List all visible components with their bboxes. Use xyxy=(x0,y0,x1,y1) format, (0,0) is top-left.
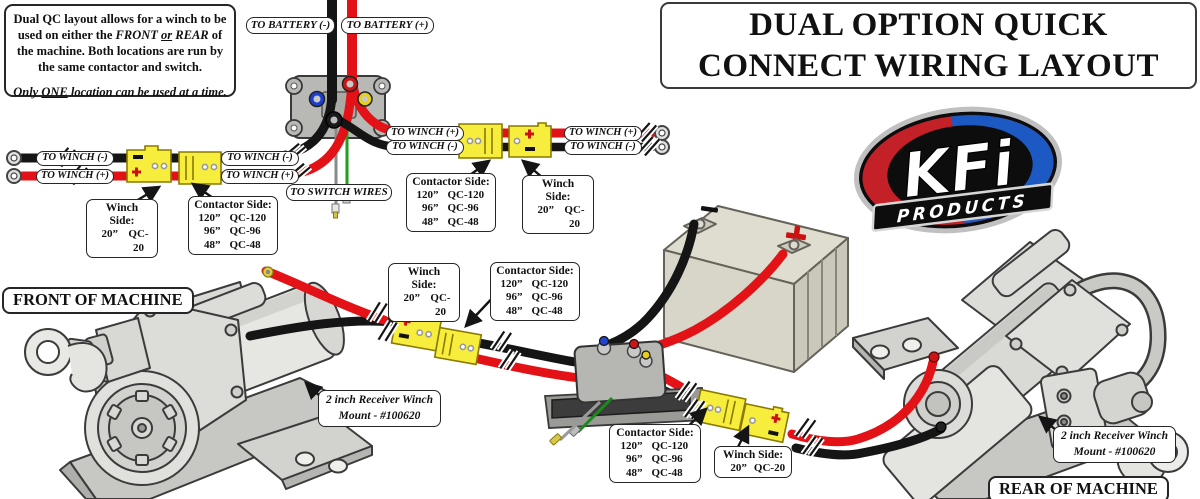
connector-minus-mark xyxy=(133,155,143,159)
mount-label-line-1: 2 inch Receiver Winch xyxy=(326,394,434,406)
to-winch-pos-label: TO WINCH (+) xyxy=(386,126,464,141)
front-winch-illustration xyxy=(24,281,373,499)
contactor-side-label-box: Contactor Side: 120” QC-120 96” QC-96 48” Q… xyxy=(609,424,701,483)
part-number: QC-96 xyxy=(531,291,563,304)
cable-length: 48” xyxy=(422,215,439,228)
mount-label-line-1: 2 inch Receiver Winch xyxy=(1061,430,1169,442)
receiver-mount-label: 2 inch Receiver Winch Mount - #100620 xyxy=(318,390,442,428)
info-text-segment: Dual QC layout allows for a winch to be … xyxy=(13,12,227,42)
contactor-top-terminals xyxy=(308,75,373,129)
cable-length: 120” xyxy=(500,278,523,291)
front-of-machine-label: FRONT OF MACHINE xyxy=(2,287,194,314)
to-winch-neg-label: TO WINCH (-) xyxy=(564,140,642,155)
cable-length: 48” xyxy=(506,304,523,317)
to-switch-wires-label: TO SWITCH WIRES xyxy=(286,184,392,201)
info-note-box: Dual QC layout allows for a winch to be … xyxy=(4,4,236,100)
contactor-side-title: Contactor Side: xyxy=(412,176,490,188)
info-text-segment: or xyxy=(161,28,173,42)
connector-plus-mark xyxy=(525,129,534,139)
part-number: QC-96 xyxy=(229,225,261,238)
part-number: QC-120 xyxy=(531,278,569,291)
part-number: QC-120 xyxy=(447,189,485,202)
part-number: QC-96 xyxy=(447,202,479,215)
part-number: QC-120 xyxy=(651,440,689,453)
winch-side-title: Winch Side: xyxy=(105,202,139,228)
cable-length: 120” xyxy=(416,189,439,202)
contactor-side-title: Contactor Side: xyxy=(496,265,574,277)
contactor-side-label-box: Contactor Side: 120” QC-120 96” QC-96 48” Q… xyxy=(490,262,580,321)
cable-length: 48” xyxy=(204,238,221,251)
part-number: QC-20 xyxy=(753,462,786,475)
winch-side-title: Winch Side: xyxy=(722,449,784,461)
cable-length: 120” xyxy=(198,212,221,225)
to-winch-neg-label: TO WINCH (-) xyxy=(221,151,299,166)
cable-length: 20” xyxy=(537,204,555,217)
info-text-segment: Only xyxy=(13,85,42,99)
page-title: DUAL OPTION QUICK CONNECT WIRING LAYOUT xyxy=(660,2,1197,89)
cable-length: 96” xyxy=(204,225,221,238)
part-number: QC-20 xyxy=(128,228,149,254)
to-battery-neg-label: TO BATTERY (-) xyxy=(246,17,335,34)
connector-minus-mark xyxy=(525,147,535,151)
part-number: QC-96 xyxy=(651,453,683,466)
cable-length: 20” xyxy=(403,292,421,305)
battery-negative-mark xyxy=(700,206,719,213)
info-text-segment: of the machine. Both locations are run b… xyxy=(16,28,224,74)
quick-connectors-top xyxy=(126,122,552,185)
to-winch-pos-label: TO WINCH (+) xyxy=(221,169,299,184)
contactor-side-title: Contactor Side: xyxy=(616,427,694,439)
cable-length: 48” xyxy=(626,466,643,479)
receiver-mount-label: 2 inch Receiver Winch Mount - #100620 xyxy=(1053,426,1177,464)
winch-side-title: Winch Side: xyxy=(541,178,575,204)
info-text-segment: ONE xyxy=(41,85,68,99)
contactor-side-label-box: Contactor Side: 120” QC-120 96” QC-96 48” Q… xyxy=(406,173,496,232)
winch-side-label-box: Winch Side: 20” QC-20 xyxy=(522,175,594,234)
connector-plus-mark xyxy=(132,167,141,177)
to-winch-neg-label: TO WINCH (-) xyxy=(36,151,114,166)
rear-of-machine-label: REAR OF MACHINE xyxy=(988,476,1169,499)
part-number: QC-120 xyxy=(229,212,267,225)
winch-side-label-box: Winch Side: 20” QC-20 xyxy=(86,199,158,258)
part-number: QC-20 xyxy=(564,204,585,230)
kfi-products-logo: KFi PRODUCTS xyxy=(853,106,1063,234)
contactor-top-illustration xyxy=(285,75,391,139)
info-text-segment: REAR xyxy=(172,28,209,42)
part-number: QC-48 xyxy=(229,238,261,251)
mount-label-line-2: Mount - #100620 xyxy=(1073,445,1156,458)
info-paragraph-2: Only ONE location can be used at a time. xyxy=(12,84,228,100)
winch-side-title: Winch Side: xyxy=(407,266,441,292)
cable-length: 96” xyxy=(506,291,523,304)
contactor-side-title: Contactor Side: xyxy=(194,199,272,211)
winch-side-label-box: Winch Side: 20” QC-20 xyxy=(388,263,460,322)
to-winch-pos-label: TO WINCH (+) xyxy=(564,126,642,141)
part-number: QC-48 xyxy=(651,466,683,479)
info-paragraph-1: Dual QC layout allows for a winch to be … xyxy=(12,11,228,75)
to-winch-pos-label: TO WINCH (+) xyxy=(36,169,114,184)
mount-label-line-2: Mount - #100620 xyxy=(338,409,421,422)
to-battery-pos-label: TO BATTERY (+) xyxy=(341,17,434,34)
info-text-segment: location can be used at a time. xyxy=(67,85,227,99)
contactor-bottom-illustration xyxy=(543,335,708,446)
cable-length: 20” xyxy=(730,462,747,475)
part-number: QC-48 xyxy=(447,215,479,228)
to-winch-neg-label: TO WINCH (-) xyxy=(386,140,464,155)
cable-length: 96” xyxy=(626,453,643,466)
winch-side-label-box: Winch Side: 20” QC-20 xyxy=(714,446,792,479)
title-line-2: CONNECT WIRING LAYOUT xyxy=(698,47,1159,84)
cable-length: 20” xyxy=(101,228,119,241)
contactor-side-label-box: Contactor Side: 120” QC-120 96” QC-96 48” Q… xyxy=(188,196,278,255)
cable-length: 120” xyxy=(620,440,643,453)
title-line-1: DUAL OPTION QUICK xyxy=(749,7,1108,44)
part-number: QC-20 xyxy=(430,292,451,318)
part-number: QC-48 xyxy=(531,304,563,317)
cable-length: 96” xyxy=(422,202,439,215)
info-text-segment: FRONT xyxy=(115,28,162,42)
